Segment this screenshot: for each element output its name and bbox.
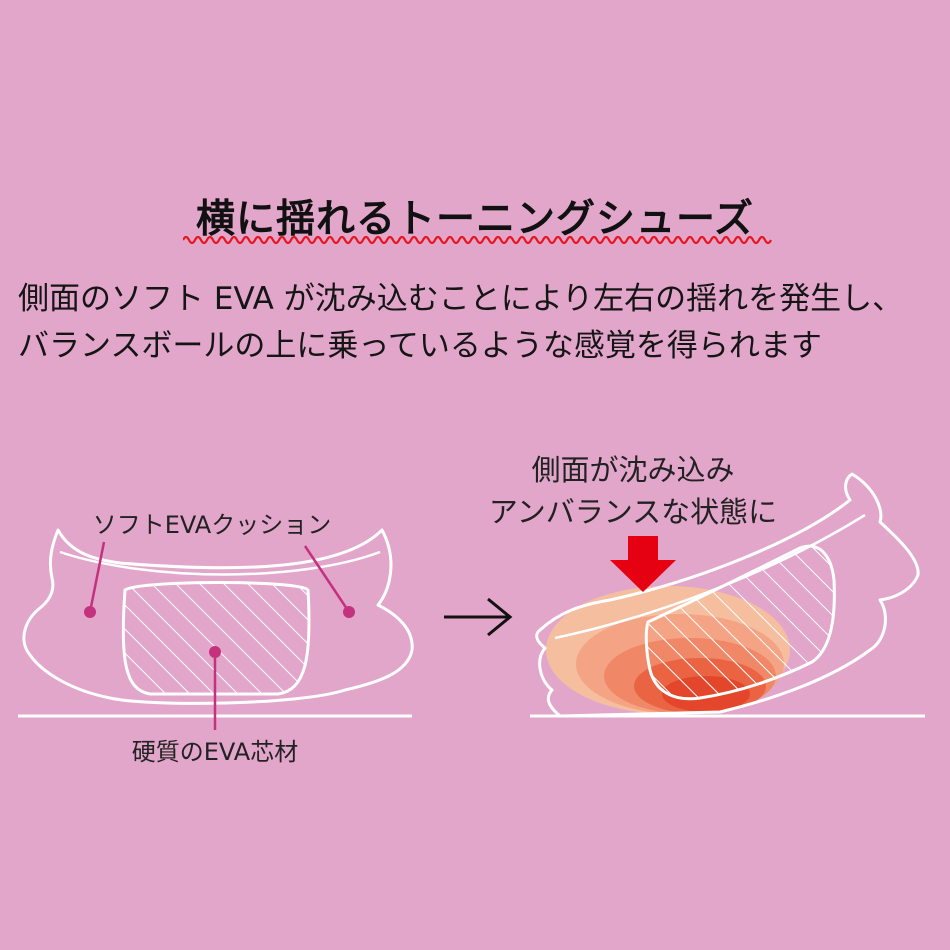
caption-sinking-line-2: アンバランスな状態に — [489, 495, 777, 529]
label-hard-eva-core: 硬質のEVA芯材 — [132, 738, 298, 766]
left-hard-eva-core — [121, 581, 311, 696]
description-line-2: バランスボールの上に乗っているような感覚を得られます — [18, 328, 822, 364]
description: 側面のソフト EVA が沈み込むことにより左右の揺れを発生し、 バランスボールの… — [18, 276, 943, 370]
label-soft-eva-cushion: ソフトEVAクッション — [93, 511, 331, 539]
caption-sinking-line-1: 側面が沈み込み — [531, 453, 734, 487]
transition-arrow-icon — [444, 597, 513, 637]
page-title: 横に揺れるトーニングシューズ — [195, 197, 755, 242]
press-down-arrow-icon — [610, 536, 676, 592]
leader-line-soft-left — [88, 541, 106, 613]
right-sole-diagram: 側面が沈み込み アンバランスな状態に — [489, 453, 925, 718]
dot-soft-right — [343, 606, 355, 618]
leader-line-soft-right — [303, 545, 351, 613]
right-sole-outline — [535, 472, 920, 718]
description-line-1: 側面のソフト EVA が沈み込むことにより左右の揺れを発生し、 — [18, 281, 904, 317]
dot-core — [209, 646, 221, 658]
left-sole-outline — [22, 528, 414, 705]
right-hard-eva-core — [644, 544, 836, 701]
dot-soft-left — [84, 606, 96, 618]
title-underline-wave — [183, 235, 772, 245]
left-sole-diagram: ソフトEVAクッション 硬質のEVA芯材 — [18, 511, 414, 766]
